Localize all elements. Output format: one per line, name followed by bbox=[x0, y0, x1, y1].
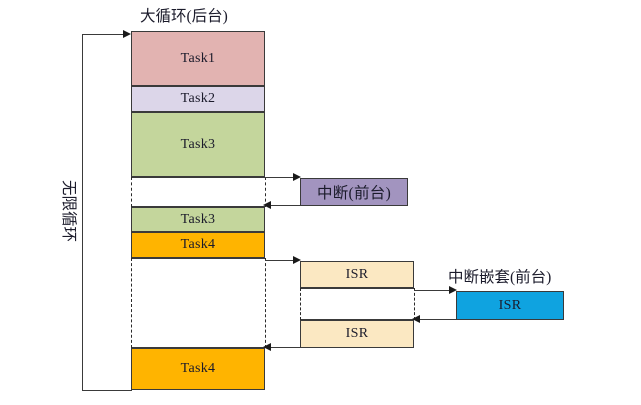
isr-enter-line bbox=[265, 260, 296, 261]
isr-lower-label: ISR bbox=[345, 326, 369, 341]
isr-gap-bottom-rule bbox=[300, 319, 414, 320]
gap-isr-right-dash bbox=[265, 258, 266, 348]
gap-interrupt-left-dash bbox=[131, 177, 132, 207]
isr-nested-box: ISR bbox=[456, 291, 564, 320]
interrupt-return-line bbox=[269, 205, 300, 206]
nested-return-arrowhead-icon bbox=[412, 315, 420, 323]
task-block-label: Task2 bbox=[180, 91, 216, 106]
interrupt-enter-arrowhead-icon bbox=[293, 173, 301, 181]
isr-return-arrowhead-icon bbox=[263, 343, 271, 351]
interrupt-return-arrowhead-icon bbox=[263, 201, 271, 209]
task-block-task3-second: Task3 bbox=[131, 207, 265, 232]
isr-enter-arrowhead-icon bbox=[293, 256, 301, 264]
isr-upper-label: ISR bbox=[345, 266, 369, 282]
gap-interrupt-top-rule bbox=[131, 177, 265, 178]
gap-isr-bottom-rule bbox=[131, 347, 265, 348]
interrupt-foreground-box: 中断(前台) bbox=[300, 178, 408, 206]
loop-top-arrowhead-icon bbox=[123, 30, 131, 38]
gap-isr-top-rule bbox=[131, 258, 265, 259]
isr-gap-right-dash bbox=[414, 288, 415, 320]
task-block-label: Task1 bbox=[180, 50, 216, 66]
loop-left-line bbox=[82, 34, 83, 391]
gap-interrupt-bottom-rule bbox=[131, 206, 265, 207]
isr-gap-left-dash bbox=[300, 288, 301, 320]
interrupt-enter-line bbox=[265, 177, 296, 178]
infinite-loop-label: 无限循环 bbox=[60, 180, 77, 243]
isr-return-line bbox=[269, 347, 300, 348]
task-block-task3-first: Task3 bbox=[131, 112, 265, 177]
interrupt-foreground-label: 中断(前台) bbox=[316, 185, 392, 202]
nested-interrupt-title: 中断嵌套(前台) bbox=[448, 269, 552, 286]
nested-enter-arrowhead-icon bbox=[449, 286, 457, 294]
nested-enter-line bbox=[414, 290, 452, 291]
task-block-label: Task3 bbox=[180, 211, 216, 227]
gap-interrupt-right-dash bbox=[265, 177, 266, 207]
nested-return-line bbox=[418, 319, 456, 320]
task-block-task1: Task1 bbox=[131, 31, 265, 86]
diagram-title: 大循环(后台) bbox=[140, 8, 228, 25]
loop-top-line bbox=[82, 34, 124, 35]
task-block-label: Task4 bbox=[180, 237, 216, 252]
task-block-task4-first: Task4 bbox=[131, 232, 265, 258]
gap-isr-left-dash bbox=[131, 258, 132, 348]
isr-upper-box: ISR bbox=[300, 261, 414, 288]
isr-nested-label: ISR bbox=[498, 297, 522, 313]
isr-lower-box: ISR bbox=[300, 320, 414, 348]
task-block-task4-second: Task4 bbox=[131, 348, 265, 390]
loop-bottom-line bbox=[82, 390, 132, 391]
task-block-label: Task3 bbox=[180, 136, 216, 152]
task-block-task2: Task2 bbox=[131, 86, 265, 112]
isr-gap-top-rule bbox=[300, 288, 414, 289]
task-block-label: Task4 bbox=[180, 361, 216, 376]
